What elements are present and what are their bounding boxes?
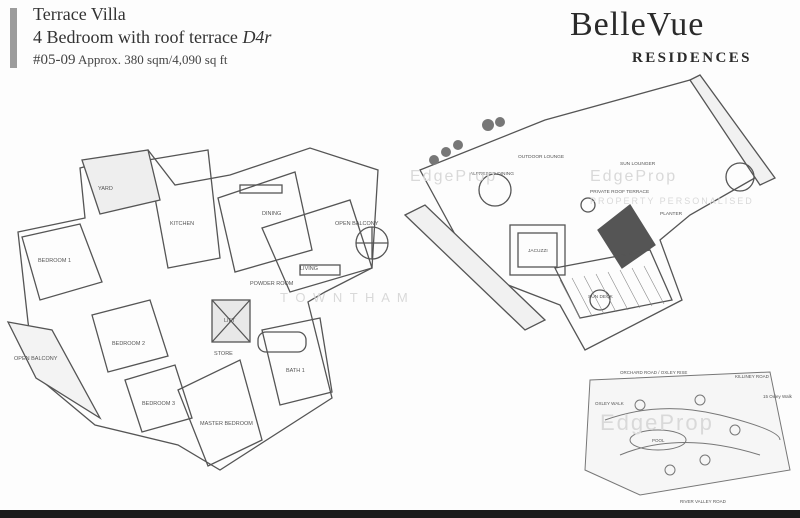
plan-subtitle: 4 Bedroom with roof terrace D4r	[33, 27, 271, 48]
open-balcony-left	[6, 321, 102, 420]
bedroom3-walls	[124, 364, 193, 433]
site-label-orchard: ORCHARD ROAD / OXLEY RISE	[620, 370, 687, 375]
title-accent-bar	[10, 8, 17, 68]
dining-walls	[217, 171, 313, 273]
living-walls	[261, 199, 373, 293]
room-label-open-balcony: OPEN BALCONY	[335, 221, 379, 227]
brand-logo: BelleVue	[570, 6, 705, 43]
brand-tagline: RESIDENCES	[632, 50, 752, 66]
roof-plants	[429, 117, 505, 165]
unit-info: #05-09 Approx. 380 sqm/4,090 sq ft	[33, 52, 228, 68]
bottom-bar	[0, 510, 800, 518]
plan-title: Terrace Villa	[33, 4, 126, 24]
room-label-bath1: BATH 1	[286, 368, 305, 374]
jacuzzi	[509, 224, 566, 276]
kitchen-walls	[147, 149, 221, 269]
bedroom2-walls	[91, 299, 169, 373]
sun-deck	[554, 249, 673, 319]
watermark-town: T O W N T H A M	[280, 290, 410, 305]
roof-label-sun-deck: SUN DECK	[588, 294, 614, 300]
lower-floor-outline	[17, 147, 379, 471]
planter-strip-top	[689, 74, 776, 186]
subtitle-text: 4 Bedroom with roof terrace	[33, 27, 238, 47]
room-label-bedroom1: BEDROOM 1	[38, 258, 71, 264]
master-walls	[177, 359, 263, 467]
room-label-bedroom3: BEDROOM 3	[142, 401, 175, 407]
bathtub	[257, 331, 307, 353]
site-label-15-oxley-walk: 15 Oxley Walk	[763, 394, 793, 399]
unit-number: #05-09	[33, 52, 76, 68]
unit-type-code: D4r	[242, 27, 272, 47]
room-label-kitchen: KITCHEN	[170, 221, 194, 227]
room-label-powder: POWDER ROOM	[250, 281, 294, 287]
roof-label-outdoor-lounge: OUTDOOR LOUNGE	[518, 154, 564, 160]
room-label-yard: YARD	[98, 186, 113, 192]
watermark-edgeprop-3: EdgeProp	[600, 410, 714, 435]
site-pool	[629, 429, 687, 451]
utility-walls	[81, 149, 161, 215]
site-label-killiney: KILLINEY ROAD	[735, 374, 770, 379]
roof-label-private-terrace: PRIVATE ROOF TERRACE	[590, 189, 649, 195]
roof-label-sun-lounger: SUN LOUNGER	[620, 161, 656, 167]
roof-label-alfresco: ALFRESCO DINING	[470, 171, 514, 177]
room-label-dining: DINING	[262, 211, 281, 217]
site-label-river-valley: RIVER VALLEY ROAD	[680, 499, 727, 504]
planter-strip-left	[403, 204, 547, 331]
room-label-open-balcony-left: OPEN BALCONY	[14, 356, 58, 362]
bedroom1-walls	[21, 223, 103, 301]
roof-spiral-stair	[725, 162, 755, 192]
watermark-edgeprop-1: EdgeProp	[410, 168, 498, 185]
bath-walls	[261, 317, 333, 406]
room-label-lift: LIFT	[224, 318, 236, 324]
roof-outline	[419, 79, 761, 351]
site-label-pool: POOL	[652, 438, 665, 443]
roof-label-planter: PLANTER	[660, 211, 683, 217]
unit-area: Approx. 380 sqm/4,090 sq ft	[78, 52, 228, 67]
room-label-bedroom2: BEDROOM 2	[112, 341, 145, 347]
watermark-property-persona: PROPERTY PERSONALISED	[590, 196, 754, 206]
site-boundary	[584, 371, 791, 496]
room-label-store: STORE	[214, 351, 233, 357]
room-label-living: LIVING	[300, 266, 318, 272]
roof-label-jacuzzi: JACUZZI	[528, 248, 548, 254]
room-label-master: MASTER BEDROOM	[200, 421, 253, 427]
watermark-edgeprop-2: EdgeProp	[590, 168, 678, 185]
site-label-oxley-walk: OXLEY WALK	[595, 401, 624, 406]
